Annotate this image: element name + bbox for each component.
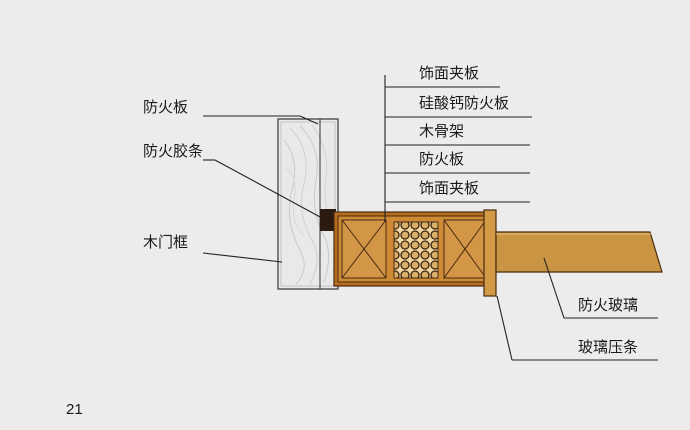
leader-fireproof-board-left-d bbox=[299, 115, 319, 125]
label-fireproof-board-right: 防火板 bbox=[419, 150, 465, 168]
leader-lines bbox=[202, 75, 658, 361]
label-fire-strip: 防火胶条 bbox=[143, 142, 204, 160]
glass-bead bbox=[483, 209, 497, 297]
label-calcium-silicate: 硅酸钙防火板 bbox=[419, 94, 510, 112]
label-veneer-top: 饰面夹板 bbox=[419, 64, 480, 82]
label-veneer-bottom: 饰面夹板 bbox=[419, 179, 480, 197]
fire-strip bbox=[320, 209, 336, 231]
leader-glass-bead-d bbox=[496, 295, 513, 361]
label-wood-frame: 木门框 bbox=[143, 233, 189, 251]
door-leaf bbox=[333, 211, 495, 287]
label-fireproof-board-left: 防火板 bbox=[143, 98, 189, 116]
wood-door-frame bbox=[277, 118, 339, 290]
leader-fire-glass-d bbox=[543, 257, 565, 319]
label-glass-bead: 玻璃压条 bbox=[578, 338, 639, 356]
fire-glass bbox=[495, 231, 663, 273]
leader-fire-strip-d bbox=[214, 159, 323, 219]
label-wood-skeleton: 木骨架 bbox=[419, 122, 465, 140]
leader-wood-frame bbox=[202, 252, 283, 263]
label-fire-glass: 防火玻璃 bbox=[578, 296, 639, 314]
page-number: 21 bbox=[66, 401, 83, 418]
